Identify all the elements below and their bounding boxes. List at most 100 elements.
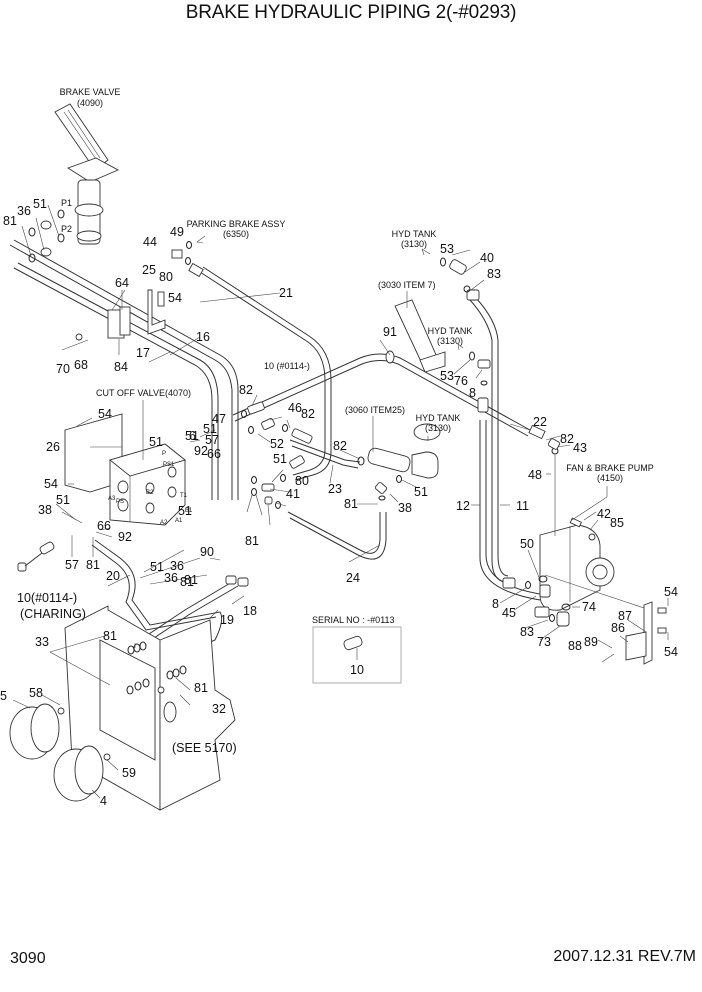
brake-valve-drawing <box>54 103 120 245</box>
part-number-label: 38 <box>38 503 52 517</box>
part-number-label: 80 <box>295 474 309 488</box>
charing-desc-label: (CHARING) <box>20 607 86 621</box>
part-number-label: 45 <box>502 606 516 620</box>
part-number-label: 20 <box>106 569 120 583</box>
part-number-label: 16 <box>196 330 210 344</box>
pipe-22 <box>232 353 546 440</box>
part-number-label: 81 <box>344 497 358 511</box>
part-number-label: 83 <box>487 267 501 281</box>
port-label-ps1: PS1 <box>163 462 175 468</box>
part-number-label: 41 <box>286 487 300 501</box>
fan-brake-pump-label: FAN & BRAKE PUMP <box>566 463 654 473</box>
fitting-cluster-center <box>241 401 313 509</box>
port-label-ps: PS <box>116 499 124 505</box>
brake-valve-label: BRAKE VALVE <box>60 87 121 97</box>
part-number-label: 81 <box>86 558 100 572</box>
port-label-b2: B2 <box>146 490 154 496</box>
charing-item-label: 10(#0114-) <box>17 591 77 605</box>
part-number-label: 89 <box>584 635 598 649</box>
port-label-p2: P2 <box>61 224 72 234</box>
hyd-tank-low-callout: HYD TANK (3130) <box>416 413 461 433</box>
part-number-label: 44 <box>143 235 157 249</box>
part-number-label: 32 <box>212 702 226 716</box>
port-label-a2: A2 <box>160 520 168 526</box>
part-number-label: 86 <box>611 621 625 635</box>
charging-sensor-drawing <box>17 541 55 572</box>
part-number-label: 36 <box>17 204 31 218</box>
pump-fittings <box>502 575 571 627</box>
pipe-21 <box>188 262 332 481</box>
part-number-label: 49 <box>170 225 184 239</box>
part-number-label: 23 <box>328 482 342 496</box>
part-number-label: 82 <box>333 439 347 453</box>
fitting-row-frame <box>126 641 187 695</box>
inset-frame <box>312 626 402 684</box>
part-number-label: 80 <box>159 270 173 284</box>
part-number-label: 92 <box>194 444 208 458</box>
pipe-23-24 <box>287 439 387 560</box>
see-5170-label: (SEE 5170) <box>172 741 237 755</box>
part-number-label: 17 <box>136 346 150 360</box>
brake-valve-callout: BRAKE VALVE (4090) <box>60 87 121 108</box>
part-number-label: 12 <box>456 499 470 513</box>
hyd-tank-top-ref: (3130) <box>401 239 427 249</box>
parking-brake-ref: (6350) <box>223 229 249 239</box>
charing-callout: 10(#0114-) (CHARING) <box>17 591 86 621</box>
hyd-tank-mid-callout: HYD TANK (3130) <box>428 326 473 346</box>
part-number-label: 48 <box>528 468 542 482</box>
part-number-label: 54 <box>664 585 678 599</box>
part-number-label: 81 <box>103 629 117 643</box>
port-label-t1: T1 <box>180 493 188 499</box>
part-number-label: 53 <box>440 242 454 256</box>
part-number-label: 66 <box>207 447 221 461</box>
revision-date: 2007.12.31 REV.7M <box>553 948 696 965</box>
part-number-label: 51 <box>150 560 164 574</box>
part-number-label: 57 <box>65 558 79 572</box>
part-number-label: 85 <box>610 516 624 530</box>
brake-valve-fittings <box>21 204 65 263</box>
part-number-label: 11 <box>516 499 529 513</box>
pump-bracket <box>601 601 667 665</box>
bracket-3030 <box>385 299 446 373</box>
part-number-label: 82 <box>560 432 574 446</box>
part-number-label: 74 <box>582 600 596 614</box>
part-number-label: 54 <box>98 407 112 421</box>
parking-brake-callout: PARKING BRAKE ASSY (6350) <box>171 219 285 265</box>
part-number-label: 92 <box>118 530 132 544</box>
part-number-label: 18 <box>243 604 257 618</box>
part-number-label: 59 <box>122 766 136 780</box>
part-number-label: 25 <box>142 263 156 277</box>
part-number-label: 50 <box>520 537 534 551</box>
clamp-64-84 <box>61 289 166 351</box>
tank-fitting-40 <box>421 248 471 293</box>
hyd-tank-top-callout: HYD TANK (3130) <box>392 229 437 249</box>
part-number-label: 51 <box>203 422 217 436</box>
part-number-label: 51 <box>414 485 428 499</box>
part-number-label: 36 <box>170 559 184 573</box>
part-number-label: 76 <box>454 374 468 388</box>
tank-fitting-76 <box>457 343 491 386</box>
part-number-label: 54 <box>168 291 182 305</box>
cut-off-valve-drawing <box>64 413 186 526</box>
port-label-a3: A3 <box>108 496 116 502</box>
part-number-label: 87 <box>618 609 632 623</box>
accumulator-5 <box>9 703 65 760</box>
part-number-label: 40 <box>480 251 494 265</box>
part-number-label: 81 <box>3 214 17 228</box>
fan-brake-pump-ref: (4150) <box>597 473 623 483</box>
part-number-label: 81 <box>245 534 259 548</box>
part-number-label: 81 <box>194 681 208 695</box>
port-label-p: P <box>162 451 166 457</box>
part-number-label: 46 <box>288 401 302 415</box>
port-label-a1: A1 <box>175 518 183 524</box>
part-number-label: 54 <box>44 477 58 491</box>
part-number-label: 6 <box>189 429 196 443</box>
part-number-label: 54 <box>664 645 678 659</box>
hyd-tank-top-label: HYD TANK <box>392 229 437 239</box>
part-number-label: 43 <box>573 441 587 455</box>
part-number-label: 84 <box>114 360 128 374</box>
inset-part-number: 10 <box>350 663 364 677</box>
part-number-label: 73 <box>537 635 551 649</box>
part-number-label: 66 <box>97 519 111 533</box>
